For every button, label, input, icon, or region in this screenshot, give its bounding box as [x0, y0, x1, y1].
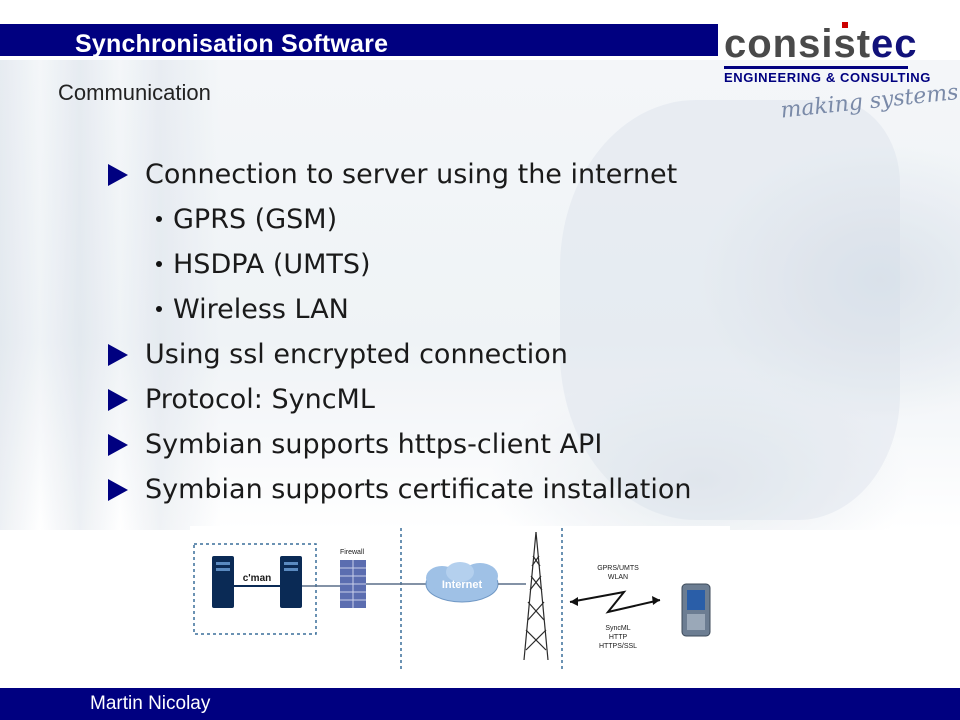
bullet-text: HSDPA (UMTS)	[173, 249, 371, 280]
protocol-label-2: HTTP	[609, 634, 628, 641]
bullet-list: Connection to server using the internet …	[108, 155, 692, 515]
triangle-bullet-icon	[108, 434, 128, 456]
server-zone-box	[193, 543, 317, 635]
sub-bullet-item: HSDPA (UMTS)	[108, 245, 692, 290]
bullet-text: Using ssl encrypted connection	[145, 339, 568, 370]
bullet-text: Symbian supports certificate installatio…	[145, 474, 692, 505]
server-label: c'man	[243, 573, 272, 584]
background-photo	[0, 60, 960, 530]
dot-bullet-icon	[156, 261, 162, 267]
slide-subtitle: Communication	[58, 80, 211, 105]
logo-dot	[842, 22, 848, 28]
bullet-text: Wireless LAN	[173, 294, 349, 325]
bullet-text: Protocol: SyncML	[145, 384, 375, 415]
radio-label-1: GPRS/UMTS	[597, 565, 639, 572]
sub-bullet-item: GPRS (GSM)	[108, 200, 692, 245]
footer-bar	[0, 688, 960, 720]
firewall-label: Firewall	[340, 549, 365, 556]
sub-bullet-item: Wireless LAN	[108, 290, 692, 335]
radio-label-2: WLAN	[608, 574, 628, 581]
bullet-item: Connection to server using the internet	[108, 155, 692, 200]
firewall-icon	[340, 560, 366, 608]
footer-author: Martin Nicolay	[90, 693, 211, 714]
logo-word-accent: ec	[871, 22, 918, 66]
title-bar	[0, 24, 718, 56]
bullet-item: Symbian supports https-client API	[108, 425, 692, 470]
logo-word-main: consist	[724, 22, 872, 66]
bullet-text: Symbian supports https-client API	[145, 429, 603, 460]
dot-bullet-icon	[156, 306, 162, 312]
smartphone-icon	[681, 583, 711, 637]
company-logo: consistec ENGINEERING & CONSULTING makin…	[722, 22, 960, 132]
bullet-text: Connection to server using the internet	[145, 159, 678, 190]
internet-cloud-icon	[425, 562, 499, 603]
arrow-left-icon	[570, 597, 578, 606]
dot-bullet-icon	[156, 216, 162, 222]
wireless-link-icon	[569, 590, 661, 614]
protocol-label-1: SyncML	[605, 625, 630, 632]
server-left-icon	[212, 556, 234, 608]
protocol-label-3: HTTPS/SSL	[599, 643, 637, 650]
triangle-bullet-icon	[108, 479, 128, 501]
slide-title: Synchronisation Software	[75, 30, 389, 58]
bullet-item: Symbian supports certificate installatio…	[108, 470, 692, 515]
triangle-bullet-icon	[108, 164, 128, 186]
arrow-right-icon	[652, 596, 660, 605]
triangle-bullet-icon	[108, 344, 128, 366]
radio-tower-icon	[523, 531, 549, 661]
bullet-item: Using ssl encrypted connection	[108, 335, 692, 380]
logo-subtitle: ENGINEERING & CONSULTING	[724, 70, 932, 85]
triangle-bullet-icon	[108, 389, 128, 411]
network-diagram: c'man Firewall Internet GPRS/UMTS WL	[190, 526, 730, 674]
logo-wordmark: consistec	[724, 22, 918, 67]
server-right-icon	[280, 556, 302, 608]
bullet-text: GPRS (GSM)	[173, 204, 338, 235]
bullet-item: Protocol: SyncML	[108, 380, 692, 425]
internet-label: Internet	[442, 579, 483, 591]
logo-rule	[724, 66, 908, 69]
